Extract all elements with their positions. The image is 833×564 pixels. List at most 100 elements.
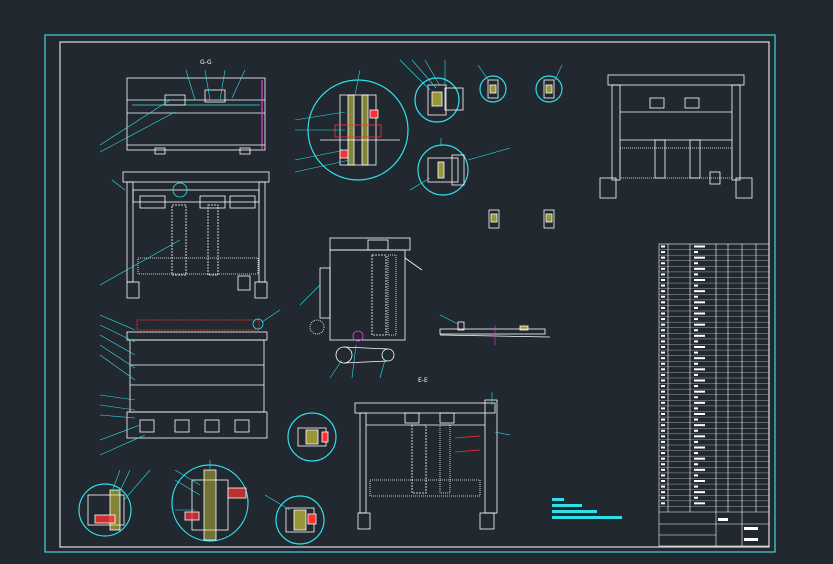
parts-list-entry-mark [694,362,698,365]
parts-list-entry-mark [694,301,705,304]
detail-circle-top-a [399,59,464,123]
outer-frame [44,34,776,553]
parts-list-index-mark [661,273,665,276]
parts-list-entry-mark [694,435,705,438]
detail-circle-medium [409,138,511,196]
parts-list-index-mark [661,329,665,332]
parts-list-entry-mark [694,491,705,494]
parts-list-entry-mark [694,418,698,421]
parts-list-entry-mark [694,267,705,270]
parts-list-index-mark [661,295,665,298]
parts-list-index-mark [661,373,665,376]
parts-list-index-mark [661,435,665,438]
parts-list-index-mark [661,312,665,315]
parts-list-index-mark [661,446,665,449]
parts-list-index-mark [661,306,665,309]
notes-block [552,498,622,519]
parts-list-index-mark [661,463,665,466]
parts-list-entry-mark [694,424,705,427]
small-parts [488,209,555,229]
parts-list-entry-mark [694,390,705,393]
parts-list-index-mark [661,318,665,321]
parts-list-entry-mark [694,346,705,348]
parts-list-entry-mark [694,340,698,343]
parts-list-entry-mark [694,463,698,466]
parts-list-index-mark [661,429,665,432]
parts-list-index-mark [661,401,665,404]
parts-list-entry-mark [694,373,698,376]
parts-list-index-mark [661,368,665,371]
detail-circle-top-b [477,64,507,103]
parts-list-index-mark [661,418,665,421]
parts-list-entry-mark [694,284,698,287]
view-ee-label: E-E [418,377,428,384]
parts-list-entry-mark [694,379,705,382]
parts-list-entry-mark [694,440,698,443]
parts-list-entry-mark [694,290,705,293]
parts-list-index-mark [661,440,665,443]
parts-list-index-mark [661,379,665,382]
parts-list-entry-mark [694,401,705,404]
parts-list-index-mark [661,245,665,248]
parts-list-index-mark [661,351,665,354]
parts-list-entry-mark [694,334,705,337]
parts-list-index-mark [661,413,665,415]
parts-list-entry-mark [694,485,698,488]
parts-list-index-mark [661,452,665,455]
parts-list-entry-mark [694,452,698,455]
parts-list-index-mark [661,474,665,477]
parts-list-entry-mark [694,368,705,371]
detail-circle-large [294,69,409,181]
parts-list-entry-mark [694,245,705,248]
parts-list-entry-mark [694,496,698,499]
parts-list-entry-mark [694,446,705,449]
parts-list-entry-mark [694,273,698,276]
rail-view [439,314,551,345]
parts-list-index-mark [661,340,665,343]
parts-list-index-mark [661,251,665,254]
parts-list-entry-mark [694,312,705,315]
view-gg-label: G-G [200,59,212,66]
parts-list-entry-mark [694,457,705,460]
parts-list-index-mark [661,390,665,393]
parts-list-entry-mark [694,480,705,482]
parts-list-entry-mark [694,279,705,281]
parts-list-entry-mark [694,502,705,505]
parts-list-entry-mark [694,295,698,298]
parts-list-index-mark [661,290,665,293]
detail-circle-bottom-a [78,469,151,537]
section-view-bottom [354,392,511,530]
parts-list-entry-mark [694,468,705,471]
parts-list-index-mark [661,485,665,488]
parts-list-index-mark [661,468,665,471]
parts-list-index-mark [661,457,665,460]
parts-list-index-mark [661,357,665,360]
parts-list-entry-mark [694,396,698,399]
parts-list-index-mark [661,284,665,287]
parts-list-index-mark [661,334,665,337]
parts-list-entry-mark [694,256,705,259]
right-frame-view [599,74,753,199]
parts-list-index-mark [661,396,665,399]
parts-list-index-mark [661,362,665,365]
detail-circle-bottom-b [171,460,249,542]
parts-list-index-mark [661,262,665,265]
parts-list-entry-mark [694,357,705,360]
parts-list-entry-mark [694,407,698,410]
parts-list-index-mark [661,480,665,482]
parts-list-entry-mark [694,474,698,477]
parts-list-index-mark [661,256,665,259]
parts-list-entry-mark [694,329,698,332]
detail-circle-small [287,412,337,462]
parts-list-entry-mark [694,262,698,265]
side-view-center: E-E [299,237,428,384]
parts-list-index-mark [661,279,665,281]
parts-list-index-mark [661,346,665,348]
parts-list-index-mark [661,496,665,499]
parts-list-index-mark [661,267,665,270]
inner-frame [59,41,770,548]
parts-list-entry-mark [694,429,698,432]
view-gg: G-G [99,59,266,155]
detail-circle-top-c [535,64,563,103]
parts-list-index-mark [661,385,665,388]
